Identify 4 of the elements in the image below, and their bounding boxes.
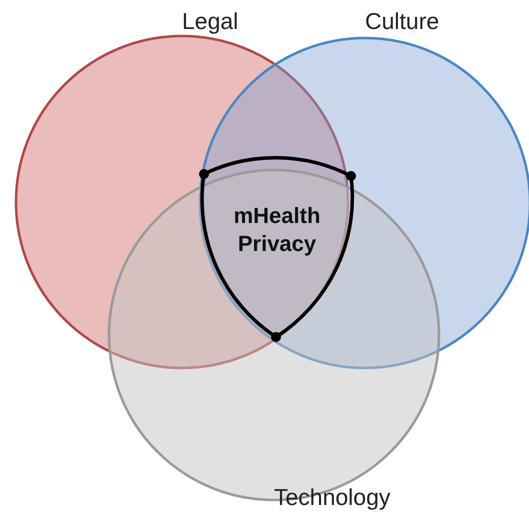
circle-label: Culture	[365, 8, 440, 35]
region-label: mHealth Privacy	[232, 202, 322, 258]
circle-label: Technology	[274, 484, 390, 511]
circle-label: Legal	[182, 8, 238, 35]
